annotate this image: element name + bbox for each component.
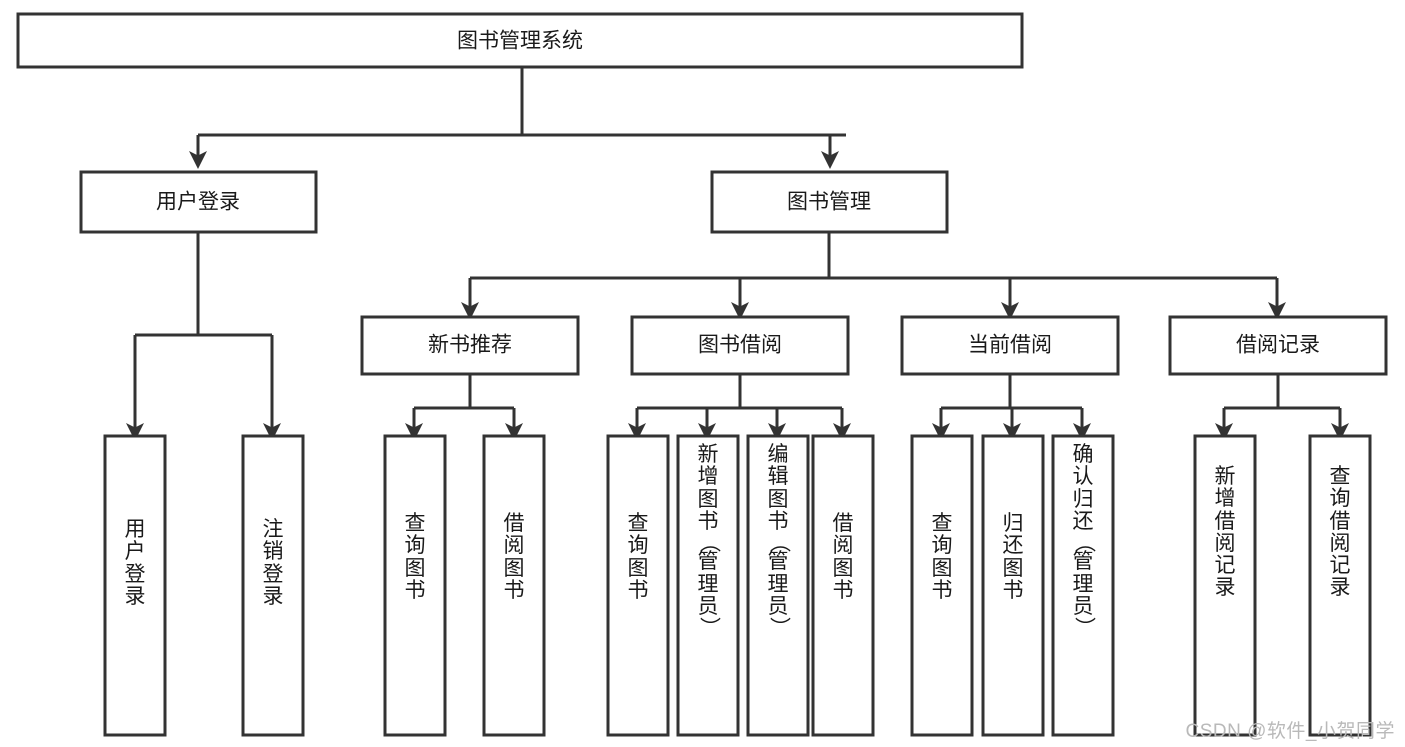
node-current-borrow[interactable]: 当前借阅	[900, 315, 1120, 376]
leaf-box-user-login-1[interactable]	[103, 434, 167, 737]
leaf-box-new-book-1[interactable]	[383, 434, 447, 737]
leaf-box-current-borrow-3[interactable]	[1051, 434, 1115, 737]
node-book-borrow-label: 图书借阅	[698, 334, 782, 357]
leaf-box-user-login-2[interactable]	[241, 434, 305, 737]
leaf-box-book-borrow-2[interactable]	[676, 434, 740, 737]
node-root-label: 图书管理系统	[457, 30, 583, 53]
leaf-box-current-borrow-1[interactable]	[910, 434, 974, 737]
node-root[interactable]: 图书管理系统	[16, 12, 1024, 69]
node-user-login-label: 用户登录	[156, 191, 240, 214]
node-book-borrow[interactable]: 图书借阅	[630, 315, 850, 376]
connector-root-to-level2	[189, 67, 846, 169]
node-current-borrow-label: 当前借阅	[968, 334, 1052, 357]
node-root-box[interactable]	[16, 12, 1024, 69]
node-new-book-recommend[interactable]: 新书推荐	[360, 315, 580, 376]
csdn-watermark: CSDN @软件_小贺同学	[1185, 721, 1395, 742]
leaf-box-book-borrow-4[interactable]	[811, 434, 875, 737]
node-borrow-record-label: 借阅记录	[1236, 334, 1320, 357]
node-new-book-recommend-box[interactable]	[360, 315, 580, 376]
node-book-management-label: 图书管理	[787, 191, 871, 214]
connector-user-login-to-leaves	[126, 232, 281, 441]
leaf-box-borrow-record-1[interactable]	[1193, 434, 1257, 737]
leaf-box-book-borrow-3[interactable]	[746, 434, 810, 737]
node-book-management[interactable]: 图书管理	[710, 170, 949, 234]
leaf-box-current-borrow-2[interactable]	[981, 434, 1045, 737]
node-current-borrow-box[interactable]	[900, 315, 1120, 376]
connector-book-management-to-level3	[461, 232, 1286, 320]
connector-borrow-record-to-leaves	[1215, 374, 1349, 441]
leaf-box-borrow-record-2[interactable]	[1308, 434, 1372, 737]
leaf-box-book-borrow-1[interactable]	[606, 434, 670, 737]
node-borrow-record[interactable]: 借阅记录	[1168, 315, 1388, 376]
leaf-box-new-book-2[interactable]	[482, 434, 546, 737]
connector-book-borrow-to-leaves	[628, 374, 851, 441]
connector-new-book-recommend-to-leaves	[405, 374, 523, 441]
node-new-book-recommend-label: 新书推荐	[428, 334, 512, 357]
node-user-login-box[interactable]	[79, 170, 318, 234]
connector-current-borrow-to-leaves	[932, 374, 1091, 441]
node-user-login[interactable]: 用户登录	[79, 170, 318, 234]
